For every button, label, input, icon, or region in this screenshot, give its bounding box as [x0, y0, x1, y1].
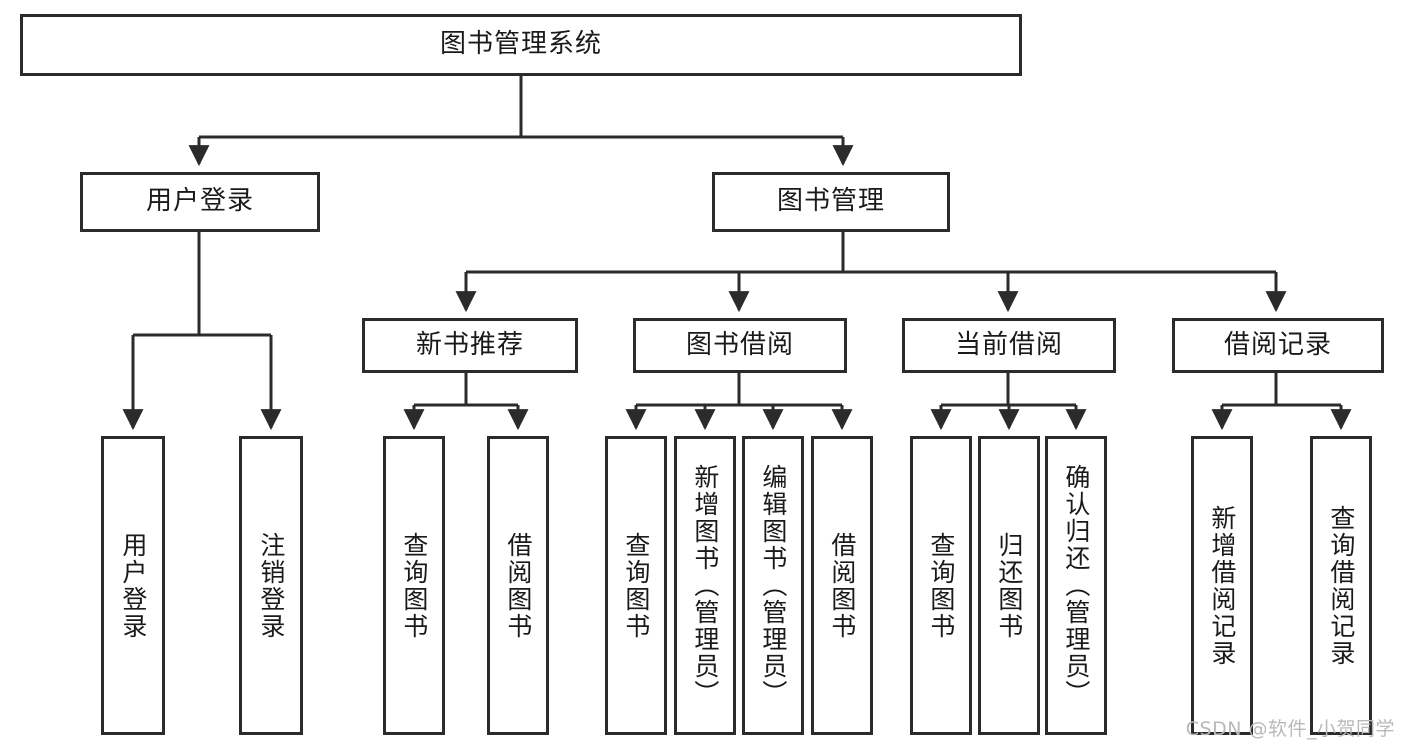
leaf-current-query-book-label: 查询图书 [926, 531, 956, 640]
leaf-borrow-borrow-book[interactable]: 借阅图书 [811, 436, 873, 735]
leaf-user-login[interactable]: 用户登录 [101, 436, 165, 735]
node-book-borrow[interactable]: 图书借阅 [633, 318, 847, 373]
leaf-newbook-borrow-book[interactable]: 借阅图书 [487, 436, 549, 735]
leaf-borrow-borrow-book-label: 借阅图书 [827, 531, 857, 640]
node-user-login-label: 用户登录 [145, 186, 254, 217]
leaf-current-confirm-return[interactable]: 确认归还（管理员） [1045, 436, 1107, 735]
leaf-borrow-query-book-label: 查询图书 [621, 531, 651, 640]
leaf-borrow-query-book[interactable]: 查询图书 [605, 436, 667, 735]
node-book-borrow-label: 图书借阅 [685, 329, 794, 360]
leaf-current-return-book[interactable]: 归还图书 [978, 436, 1040, 735]
node-new-book-recommend[interactable]: 新书推荐 [362, 318, 578, 373]
node-borrow-records-label: 借阅记录 [1223, 329, 1332, 360]
node-root[interactable]: 图书管理系统 [20, 14, 1022, 76]
leaf-current-confirm-return-label: 确认归还（管理员） [1061, 464, 1091, 707]
leaf-borrow-add-book-label: 新增图书（管理员） [690, 464, 720, 707]
leaf-records-add-record[interactable]: 新增借阅记录 [1191, 436, 1253, 735]
leaf-logout[interactable]: 注销登录 [239, 436, 303, 735]
leaf-records-query-record-label: 查询借阅记录 [1326, 504, 1356, 667]
leaf-borrow-add-book[interactable]: 新增图书（管理员） [674, 436, 736, 735]
leaf-borrow-edit-book[interactable]: 编辑图书（管理员） [742, 436, 804, 735]
node-current-borrow-label: 当前借阅 [954, 329, 1063, 360]
watermark: CSDN @软件_小贺同学 [1185, 718, 1395, 740]
node-user-login[interactable]: 用户登录 [80, 172, 320, 232]
leaf-logout-label: 注销登录 [256, 531, 286, 640]
node-borrow-records[interactable]: 借阅记录 [1172, 318, 1384, 373]
node-current-borrow[interactable]: 当前借阅 [902, 318, 1116, 373]
leaf-newbook-borrow-book-label: 借阅图书 [503, 531, 533, 640]
node-book-management-label: 图书管理 [776, 186, 885, 217]
node-root-label: 图书管理系统 [439, 29, 602, 60]
node-new-book-recommend-label: 新书推荐 [415, 329, 524, 360]
leaf-user-login-label: 用户登录 [118, 531, 148, 640]
leaf-newbook-query-book[interactable]: 查询图书 [383, 436, 445, 735]
leaf-records-add-record-label: 新增借阅记录 [1207, 504, 1237, 667]
leaf-borrow-edit-book-label: 编辑图书（管理员） [758, 464, 788, 707]
leaf-records-query-record[interactable]: 查询借阅记录 [1310, 436, 1372, 735]
node-book-management[interactable]: 图书管理 [712, 172, 950, 232]
leaf-newbook-query-book-label: 查询图书 [399, 531, 429, 640]
leaf-current-return-book-label: 归还图书 [994, 531, 1024, 640]
leaf-current-query-book[interactable]: 查询图书 [910, 436, 972, 735]
